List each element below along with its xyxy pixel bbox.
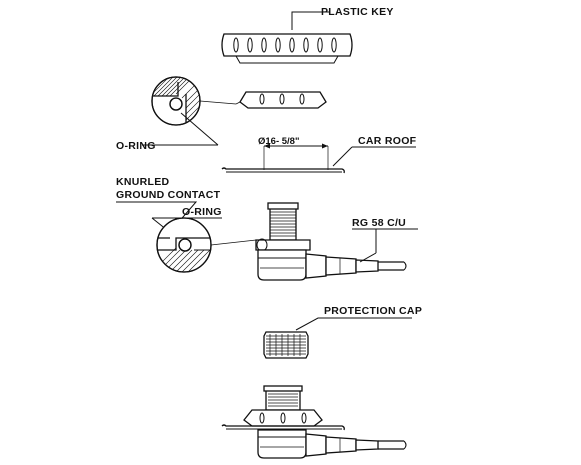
cap-knurl-lines: [266, 334, 306, 356]
knurled-label-line2: GROUND CONTACT: [116, 189, 221, 201]
knurled-label-line1: KNURLED: [116, 176, 170, 188]
car-roof-label: CAR ROOF: [358, 135, 417, 147]
plastic-key-slots: [233, 37, 337, 53]
top-o-ring-detail: O-RING: [116, 76, 237, 152]
protection-cap-group: PROTECTION CAP: [263, 305, 422, 359]
dimension-label: Ø16- 5/8": [258, 136, 299, 147]
middle-o-ring-detail: [156, 217, 257, 273]
protection-cap-label: PROTECTION CAP: [324, 305, 422, 317]
base-nut: [235, 91, 327, 109]
cable-label: RG 58 C/U: [352, 217, 406, 229]
o-ring-mid-label: O-RING: [182, 206, 222, 218]
assembled-mount: [221, 385, 407, 459]
car-roof-group: Ø16- 5/8" CAR ROOF: [221, 135, 417, 174]
antenna-body-mid: RG 58 C/U: [255, 202, 418, 281]
knurled-label-group: KNURLED GROUND CONTACT O-RING: [116, 176, 222, 243]
o-ring-top-label: O-RING: [116, 140, 156, 152]
plastic-key-group: PLASTIC KEY: [221, 6, 394, 64]
plastic-key-label: PLASTIC KEY: [321, 6, 394, 18]
thread-lines: [270, 211, 296, 237]
